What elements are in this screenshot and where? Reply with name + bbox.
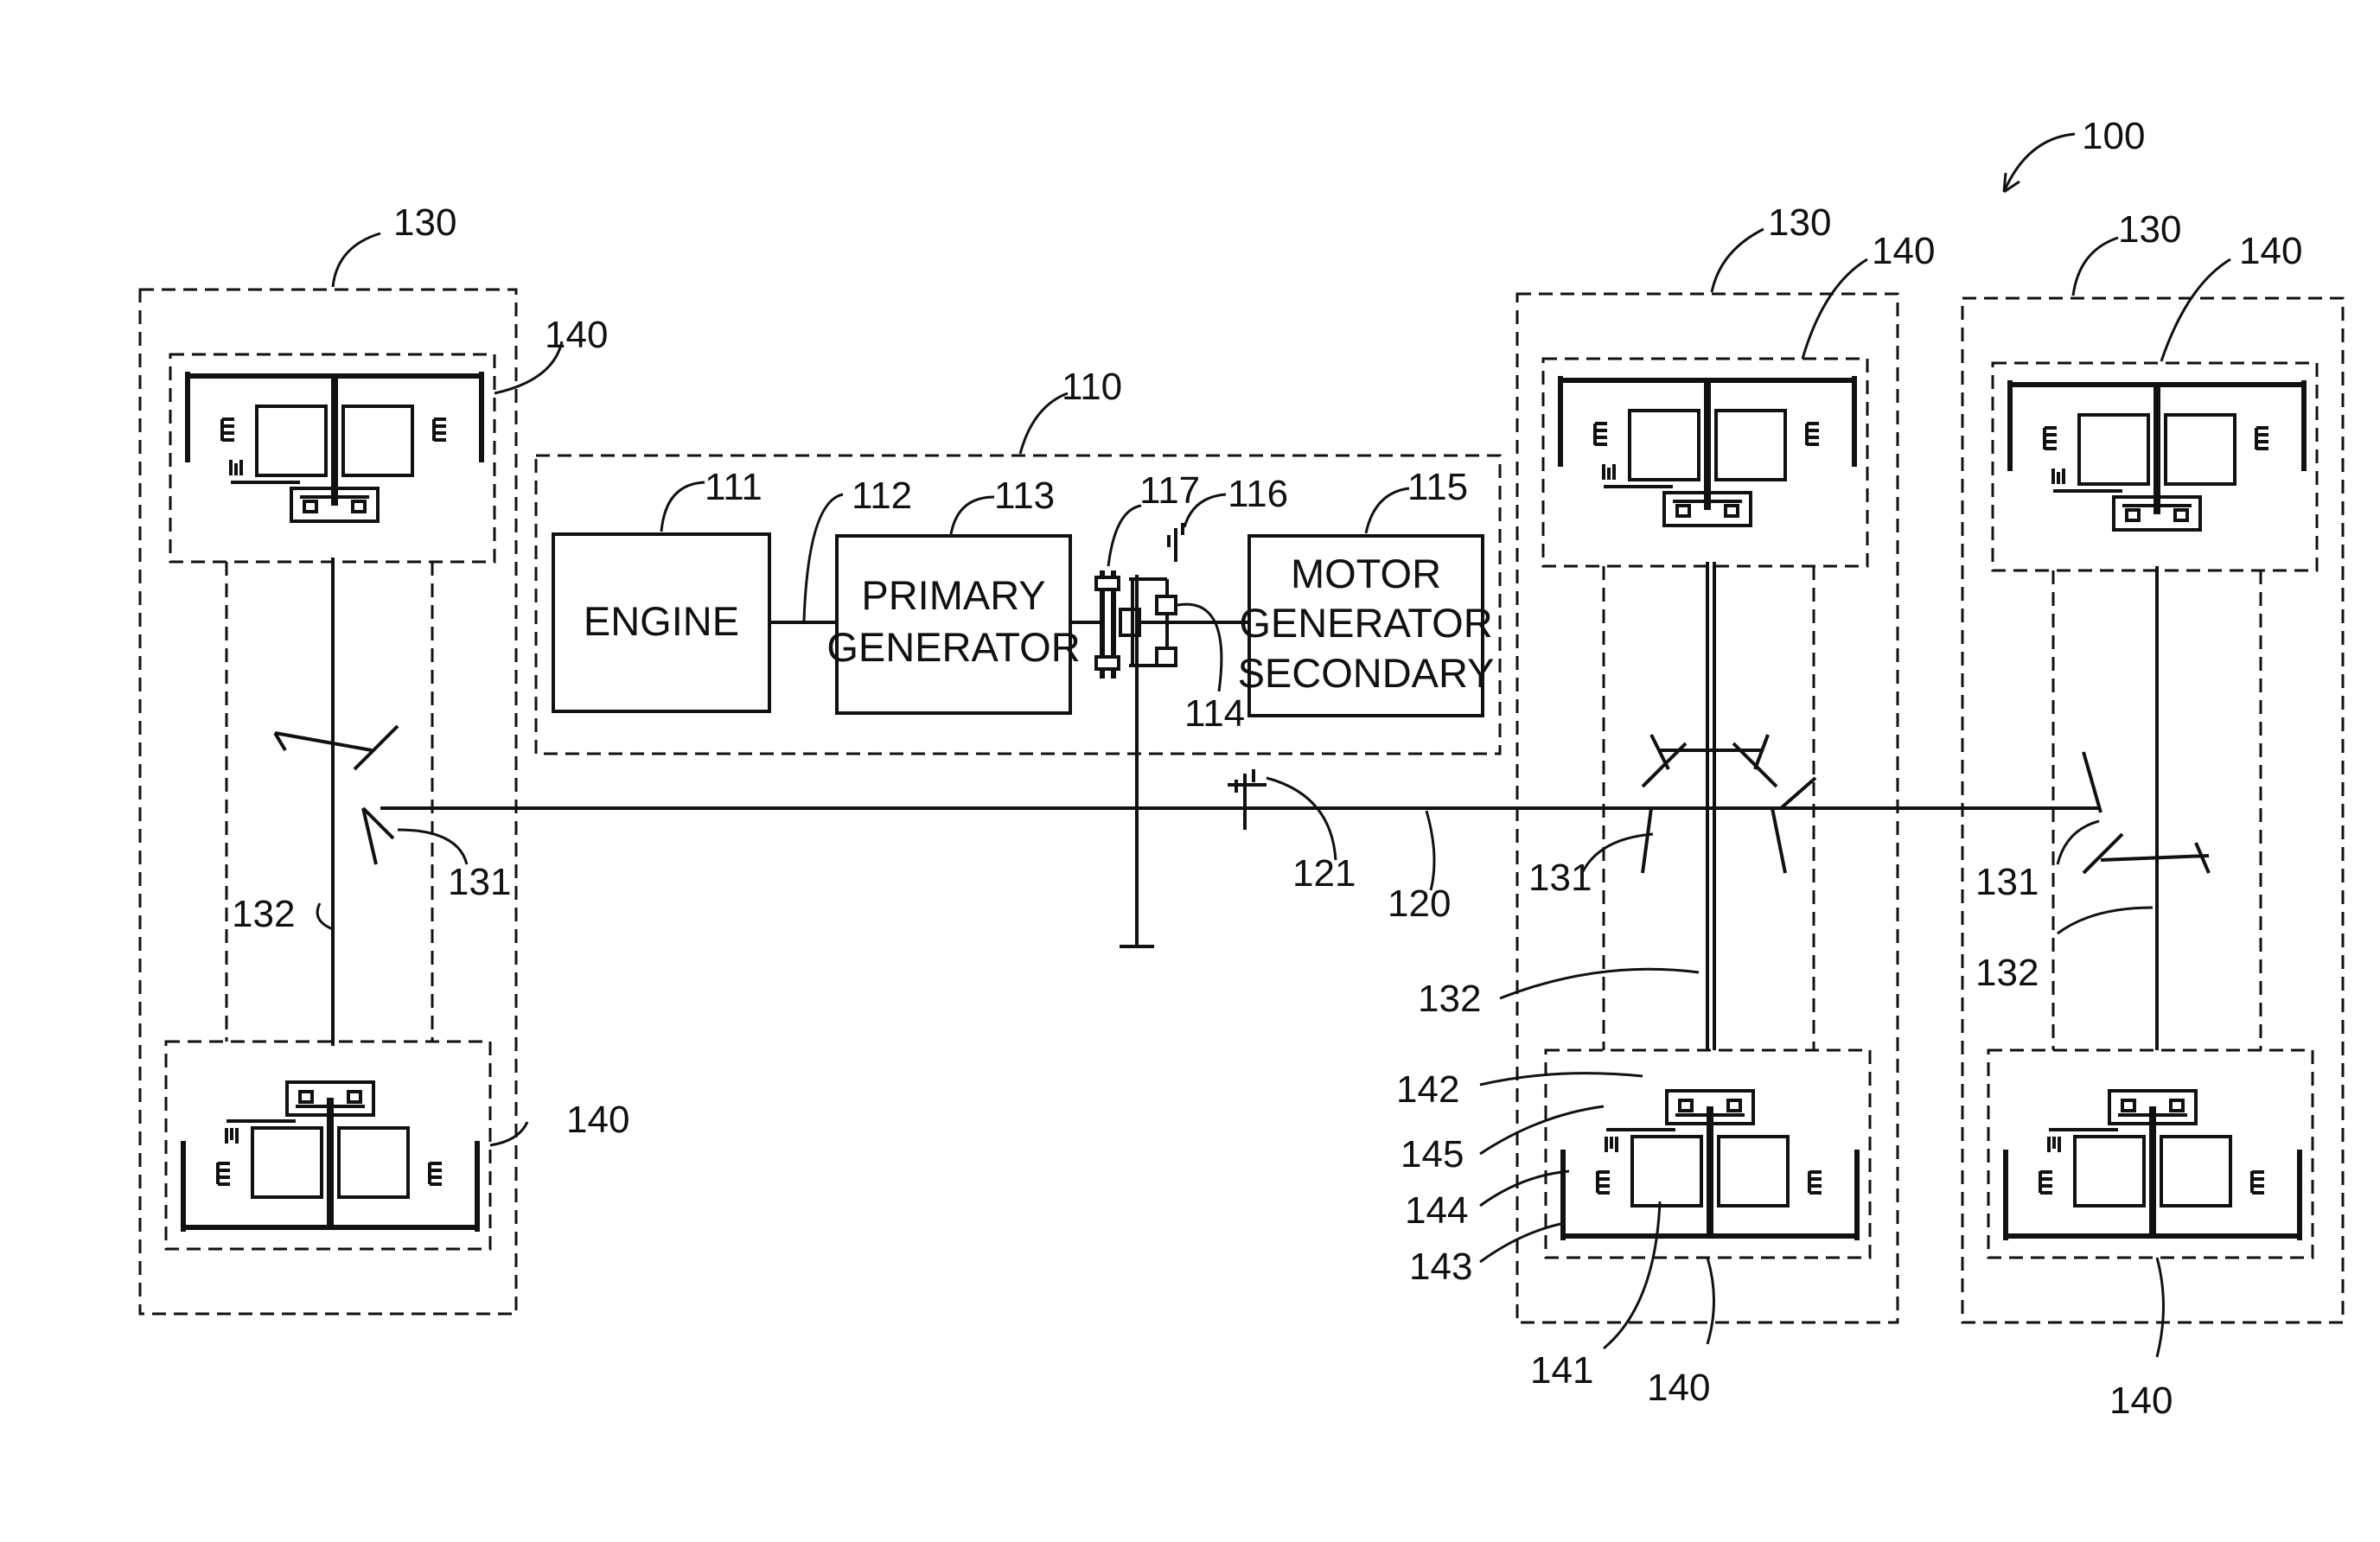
system-label: 100 — [2082, 115, 2145, 157]
power-unit-label: 110 — [1062, 366, 1122, 408]
axle-unit-1-wheel-bottom-ref: 140 — [566, 1099, 629, 1141]
axle-unit-3-wheel-top-ref: 140 — [2239, 230, 2302, 272]
secondary-ref: 115 — [1407, 466, 1468, 508]
secondary-line1: MOTOR — [1291, 551, 1441, 596]
wheel-detail-lock-ref: 145 — [1401, 1133, 1464, 1176]
brake-121-ref: 121 — [1292, 852, 1356, 895]
primary-generator-line2: GENERATOR — [826, 624, 1080, 670]
gear-ref: 117 — [1139, 469, 1200, 512]
brake-116-symbol — [1169, 523, 1183, 562]
axle-unit-2-bevel-ref: 131 — [1528, 857, 1592, 899]
clutch-ref: 114 — [1184, 692, 1245, 735]
gear-set — [1096, 570, 1249, 946]
drive-shaft-ref: 120 — [1388, 883, 1451, 925]
primary-generator-line1: PRIMARY — [861, 572, 1045, 618]
brake-116-ref: 116 — [1228, 473, 1288, 515]
wheel-detail-wheel-ref: 143 — [1409, 1246, 1472, 1288]
axle-unit-3: 130 140 132 131 140 — [1962, 208, 2343, 1422]
axle-unit-3-bevel-ref: 131 — [1975, 861, 2039, 903]
shaft-ref: 112 — [852, 475, 912, 517]
drive-shaft: 121 120 — [380, 769, 2101, 925]
axle-unit-2: 130 140 132 131 140 142 145 144 143 — [1396, 201, 1935, 1409]
axle-unit-2-wheel-bottom-ref: 140 — [1647, 1367, 1710, 1409]
axle-unit-2-axle-ref: 132 — [1418, 978, 1481, 1020]
secondary-line2: GENERATOR — [1239, 600, 1492, 646]
engine-text: ENGINE — [584, 598, 739, 644]
brake-121-symbol — [1236, 769, 1254, 830]
system-callout: 100 — [2004, 115, 2145, 192]
axle-unit-2-wheel-top-ref: 140 — [1872, 230, 1935, 272]
engine-ref: 111 — [705, 466, 762, 508]
wheel-detail-brake-ref: 144 — [1405, 1189, 1468, 1232]
wheel-detail-motor-ref: 141 — [1530, 1349, 1593, 1392]
axle-unit-3-axle-ref: 132 — [1975, 952, 2039, 994]
axle-unit-2-ref: 130 — [1768, 201, 1831, 244]
axle-unit-3-wheel-bottom-ref: 140 — [2109, 1380, 2173, 1422]
wheel-detail-gear-ref: 142 — [1396, 1068, 1459, 1111]
axle-unit-3-ref: 130 — [2118, 208, 2181, 251]
axle-unit-1-wheel-top-ref: 140 — [545, 314, 608, 356]
primary-generator-ref: 113 — [994, 475, 1055, 517]
axle-unit-1-ref: 130 — [393, 201, 456, 244]
axle-unit-1-bevel-ref: 131 — [448, 861, 511, 903]
secondary-line3: SECONDARY — [1238, 650, 1495, 696]
axle-unit-1-axle-ref: 132 — [232, 893, 295, 935]
axle-unit-1: 130 140 132 131 140 — [140, 201, 629, 1314]
